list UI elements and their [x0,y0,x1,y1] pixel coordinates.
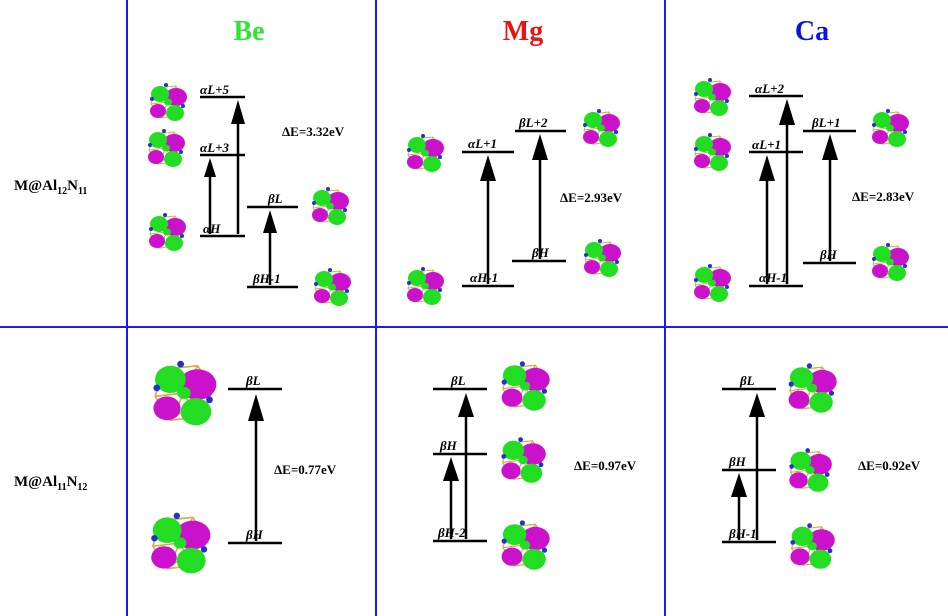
level-label-alpha-l1: αL+1 [752,137,781,152]
orbital-isosurface-icon [788,447,833,493]
panel-be-al11n12: βL βH ΔE=0.77eV [150,359,337,575]
level-label-beta-h2: βH-2 [437,525,466,540]
up-arrow-icon [204,100,277,233]
orbital-isosurface-icon [500,360,551,412]
column-header-mg: Mg [503,16,543,47]
orbital-isosurface-icon [789,522,836,570]
level-label-beta-l: βL [739,373,755,388]
orbital-isosurface-icon [311,186,350,226]
orbital-isosurface-icon [500,519,551,571]
level-label-beta-h1: βH-1 [252,271,281,286]
level-label-alpha-l5: αL+5 [200,82,230,97]
orbital-isosurface-icon [583,238,622,278]
up-arrow-icon [443,393,474,481]
orbital-isosurface-icon [693,132,732,172]
level-label-beta-l: βL [450,373,466,388]
orbital-isosurface-icon [313,267,352,307]
level-label-alpha-h1: αH-1 [759,270,787,285]
orbital-isosurface-icon [582,108,621,148]
level-label-beta-l2: βL+2 [518,115,548,130]
energy-gap-label: ΔE=2.83eV [852,189,915,204]
orbital-isosurface-icon [149,82,188,122]
panel-mg-al11n12: βL βH βH-2 ΔE=0.97eV [433,360,637,571]
orbital-isosurface-icon [152,359,218,427]
column-header-be: Be [233,16,264,47]
orbital-isosurface-icon [406,266,445,306]
orbital-isosurface-icon [150,511,212,575]
up-arrow-icon [731,393,765,497]
level-label-beta-h: βH [531,245,550,260]
level-label-beta-h: βH [245,527,264,542]
orbital-isosurface-icon [406,133,445,173]
orbital-isosurface-icon [871,242,910,282]
level-label-beta-l1: βL+1 [811,115,841,130]
energy-gap-label: ΔE=2.93eV [560,190,623,205]
up-arrow-icon [759,99,838,181]
level-label-beta-h: βH [728,454,747,469]
level-label-beta-h1: βH-1 [728,526,757,541]
energy-gap-label: ΔE=0.77eV [274,462,337,477]
column-header-ca: Ca [795,16,829,47]
orbital-isosurface-icon [787,362,838,414]
level-label-beta-l: βL [267,191,283,206]
energy-gap-label: ΔE=0.92eV [858,458,921,473]
panel-mg-al12n11: αL+1 βL+2 βH αH-1 ΔE=2.93eV [406,108,623,306]
level-label-alpha-l1: αL+1 [468,136,497,151]
level-label-alpha-l3: αL+3 [200,140,230,155]
row-label-al12n11: M@Al12N11 [14,178,87,197]
orbital-isosurface-icon [693,77,732,117]
panel-ca-al12n11: αL+2 αL+1 βL+1 βH αH-1 ΔE=2.83eV [693,77,915,303]
level-label-alpha-h1: αH-1 [470,270,498,285]
energy-gap-label: ΔE=3.32eV [282,124,345,139]
panel-ca-al11n12: βL βH βH-1 ΔE=0.92eV [722,362,921,570]
level-label-beta-h: βH [819,247,838,262]
energy-gap-label: ΔE=0.97eV [574,458,637,473]
orbital-isosurface-icon [147,128,186,168]
orbital-isosurface-icon [148,212,187,252]
level-label-alpha-h: αH [203,221,221,236]
level-label-beta-l: βL [245,373,261,388]
orbital-isosurface-icon [500,436,547,484]
panel-be-al12n11: αL+5 αL+3 αH βL βH-1 ΔE=3.32eV [147,82,352,307]
level-label-alpha-l2: αL+2 [755,81,785,96]
orbital-isosurface-icon [871,108,910,148]
row-label-al11n12: M@Al11N12 [14,474,87,493]
level-label-beta-h: βH [439,438,458,453]
up-arrow-icon [248,394,264,421]
up-arrow-icon [480,134,548,181]
orbital-isosurface-icon [693,263,732,303]
